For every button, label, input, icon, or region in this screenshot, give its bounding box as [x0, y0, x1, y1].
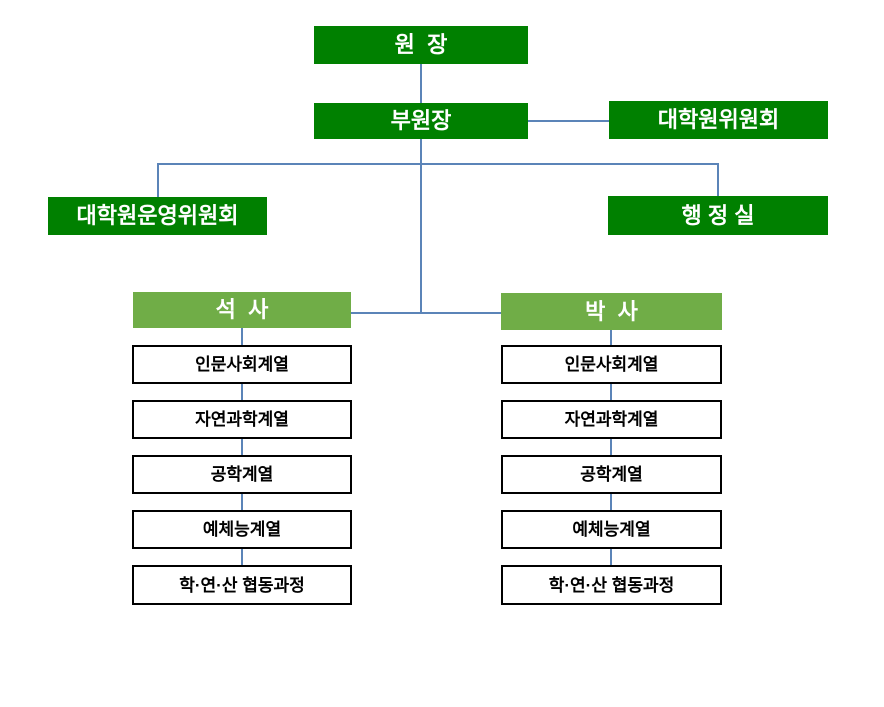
node-director: 원 장 [314, 26, 528, 64]
node-doctoral-track-natural-science: 자연과학계열 [501, 400, 722, 439]
node-admin-office: 행 정 실 [608, 196, 828, 235]
connector-vice-to-grad-committee [528, 120, 609, 122]
connector-to-admin-office [717, 163, 719, 196]
connector-masters-track-3 [241, 439, 243, 455]
connector-masters-track-1 [241, 328, 243, 345]
node-masters-track-engineering: 공학계열 [132, 455, 352, 494]
connector-doctoral-track-4 [610, 494, 612, 510]
node-doctoral-track-arts-sports: 예체능계열 [501, 510, 722, 549]
node-doctoral-track-cooperative: 학·연·산 협동과정 [501, 565, 722, 605]
connector-degree-horizontal [351, 312, 501, 314]
connector-director-to-vice [420, 64, 422, 103]
node-masters-track-humanities: 인문사회계열 [132, 345, 352, 384]
connector-masters-track-4 [241, 494, 243, 510]
connector-vice-down [420, 139, 422, 314]
node-masters-track-cooperative: 학·연·산 협동과정 [132, 565, 352, 605]
connector-masters-track-5 [241, 549, 243, 565]
node-masters-track-arts-sports: 예체능계열 [132, 510, 352, 549]
connector-doctoral-track-3 [610, 439, 612, 455]
connector-doctoral-track-5 [610, 549, 612, 565]
connector-doctoral-track-2 [610, 384, 612, 400]
node-masters: 석 사 [133, 292, 351, 328]
node-vice-director: 부원장 [314, 103, 528, 139]
node-graduate-committee: 대학원위원회 [609, 101, 828, 139]
node-masters-track-natural-science: 자연과학계열 [132, 400, 352, 439]
node-operating-committee: 대학원운영위원회 [48, 197, 267, 235]
node-doctoral-track-humanities: 인문사회계열 [501, 345, 722, 384]
connector-branch-horizontal [157, 163, 719, 165]
connector-to-operating-committee [157, 163, 159, 197]
node-doctoral-track-engineering: 공학계열 [501, 455, 722, 494]
connector-masters-track-2 [241, 384, 243, 400]
node-doctoral: 박 사 [501, 293, 722, 330]
connector-doctoral-track-1 [610, 330, 612, 345]
